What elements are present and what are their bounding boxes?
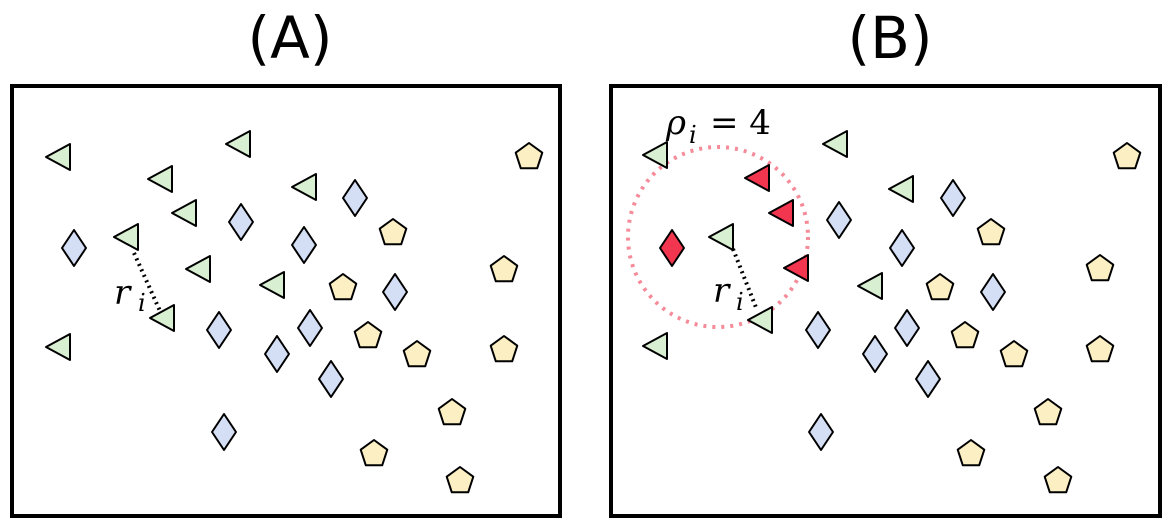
triangle-marker [642,332,668,360]
triangle-marker [822,130,848,158]
diamond-marker [228,203,254,241]
triangle-marker [147,165,173,193]
diamond-marker [297,309,323,347]
radius-line-a [132,252,162,312]
diamond-marker [206,311,232,349]
diamond-marker [61,229,87,267]
panel-a-frame [10,84,562,518]
panel-b-frame [609,84,1162,518]
highlighted-diamond-marker [659,229,685,267]
pentagon-marker [976,218,1006,246]
diamond-marker [980,273,1006,311]
triangle-marker [225,130,251,158]
pentagon-marker [1085,254,1115,282]
triangle-marker [45,333,71,361]
highlighted-triangle-marker [783,254,809,282]
triangle-marker [291,173,317,201]
triangle-marker [45,143,71,171]
diamond-marker [342,179,368,217]
triangle-marker [185,255,211,283]
triangle-marker [888,175,914,203]
triangle-marker [259,271,285,299]
radius-subscript-b: i [736,288,744,316]
triangle-marker [113,223,139,251]
density-subscript: i [689,121,697,149]
pentagon-marker [328,273,358,301]
triangle-marker [708,223,734,251]
pentagon-marker [445,466,475,494]
diamond-marker [826,201,852,239]
diamond-marker [318,360,344,398]
pentagon-marker [999,340,1029,368]
diamond-marker [889,229,915,267]
pentagon-marker [402,340,432,368]
triangle-marker [642,141,668,169]
diamond-marker [808,413,834,451]
pentagon-marker [514,142,544,170]
pentagon-marker [489,255,519,283]
radius-label-b: r [713,271,731,311]
pentagon-marker [950,321,980,349]
radius-subscript-a: i [138,289,146,317]
pentagon-marker [1112,142,1142,170]
triangle-marker [857,272,883,300]
density-value: = 4 [710,103,771,143]
pentagon-marker [378,218,408,246]
highlighted-triangle-marker [744,164,770,192]
pentagon-marker [437,398,467,426]
pentagon-marker [489,335,519,363]
diamond-marker [211,413,237,451]
pentagon-marker [1033,398,1063,426]
pentagon-marker [1085,335,1115,363]
panel-b-title: (B) [847,4,933,72]
pentagon-marker [956,439,986,467]
radius-line-b [731,248,759,311]
pentagon-marker [1043,466,1073,494]
diamond-marker [805,311,831,349]
triangle-marker [149,304,175,332]
diamond-marker [291,226,317,264]
triangle-marker [747,306,773,334]
diamond-marker [264,335,290,373]
neighborhood-circle [626,145,810,329]
diamond-marker [940,179,966,217]
pentagon-marker [359,439,389,467]
radius-label-a: r [114,273,132,313]
density-label: ρ [665,103,686,143]
diamond-marker [862,335,888,373]
panel-a-title: (A) [247,4,333,72]
highlighted-triangle-marker [768,199,794,227]
pentagon-marker [925,273,955,301]
pentagon-marker [353,321,383,349]
triangle-marker [171,199,197,227]
diamond-marker [894,309,920,347]
diamond-marker [915,360,941,398]
diamond-marker [382,273,408,311]
